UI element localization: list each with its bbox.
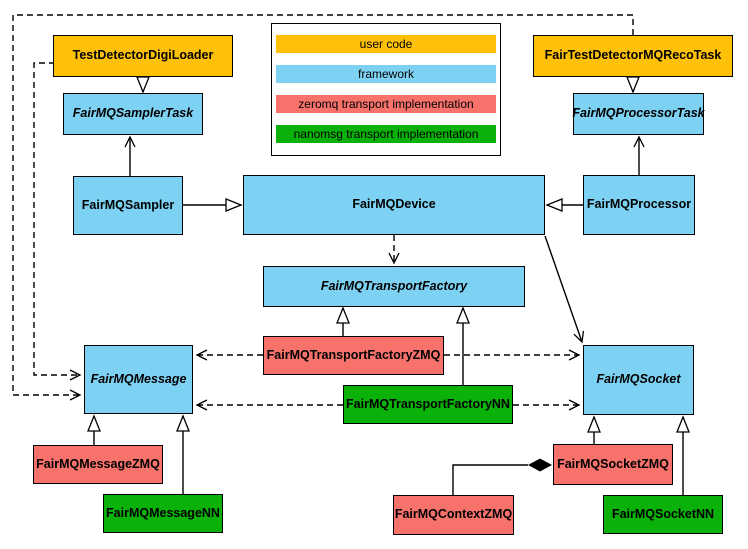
composition-diamond (528, 458, 552, 472)
node-fairmqmessage: FairMQMessage (84, 345, 193, 414)
node-fairmqprocessor: FairMQProcessor (583, 175, 695, 235)
edge-contextzmq-partof-socketzmq (452, 464, 528, 495)
node-fairmqcontextzmq: FairMQContextZMQ (393, 495, 514, 535)
legend-item-framework: framework (276, 65, 496, 83)
node-fairmqsamplertask: FairMQSamplerTask (63, 93, 203, 135)
node-fairmqtransportfactoryzmq: FairMQTransportFactoryZMQ (263, 336, 444, 375)
edge-recotask-uses-message (12, 14, 634, 401)
node-fairmqdevice: FairMQDevice (243, 175, 545, 235)
edge-digiloader-uses-message (33, 62, 82, 381)
legend-item-user-code: user code (276, 35, 496, 53)
node-fairmqsampler: FairMQSampler (73, 176, 183, 235)
node-fairtestdetectormqrecotask: FairTestDetectorMQRecoTask (533, 35, 733, 77)
node-fairmqtransportfactory: FairMQTransportFactory (263, 266, 525, 307)
legend-item-zeromq: zeromq transport implementation (276, 95, 496, 113)
node-fairmqsocket: FairMQSocket (583, 345, 694, 415)
legend-item-nanomsg: nanomsg transport implementation (276, 125, 496, 143)
node-fairmqprocessortask: FairMQProcessorTask (572, 93, 705, 135)
node-fairmqtransportfactorynn: FairMQTransportFactoryNN (343, 385, 513, 424)
edge-device-uses-socket (544, 235, 585, 344)
legend: user code framework zeromq transport imp… (271, 23, 501, 156)
node-testdetectordigiloader: TestDetectorDigiLoader (53, 35, 233, 77)
node-fairmqmessagenn: FairMQMessageNN (103, 494, 223, 533)
node-fairmqsocketzmq: FairMQSocketZMQ (553, 444, 673, 485)
node-fairmqsocketnn: FairMQSocketNN (603, 495, 723, 534)
node-fairmqmessagezmq: FairMQMessageZMQ (33, 445, 163, 484)
